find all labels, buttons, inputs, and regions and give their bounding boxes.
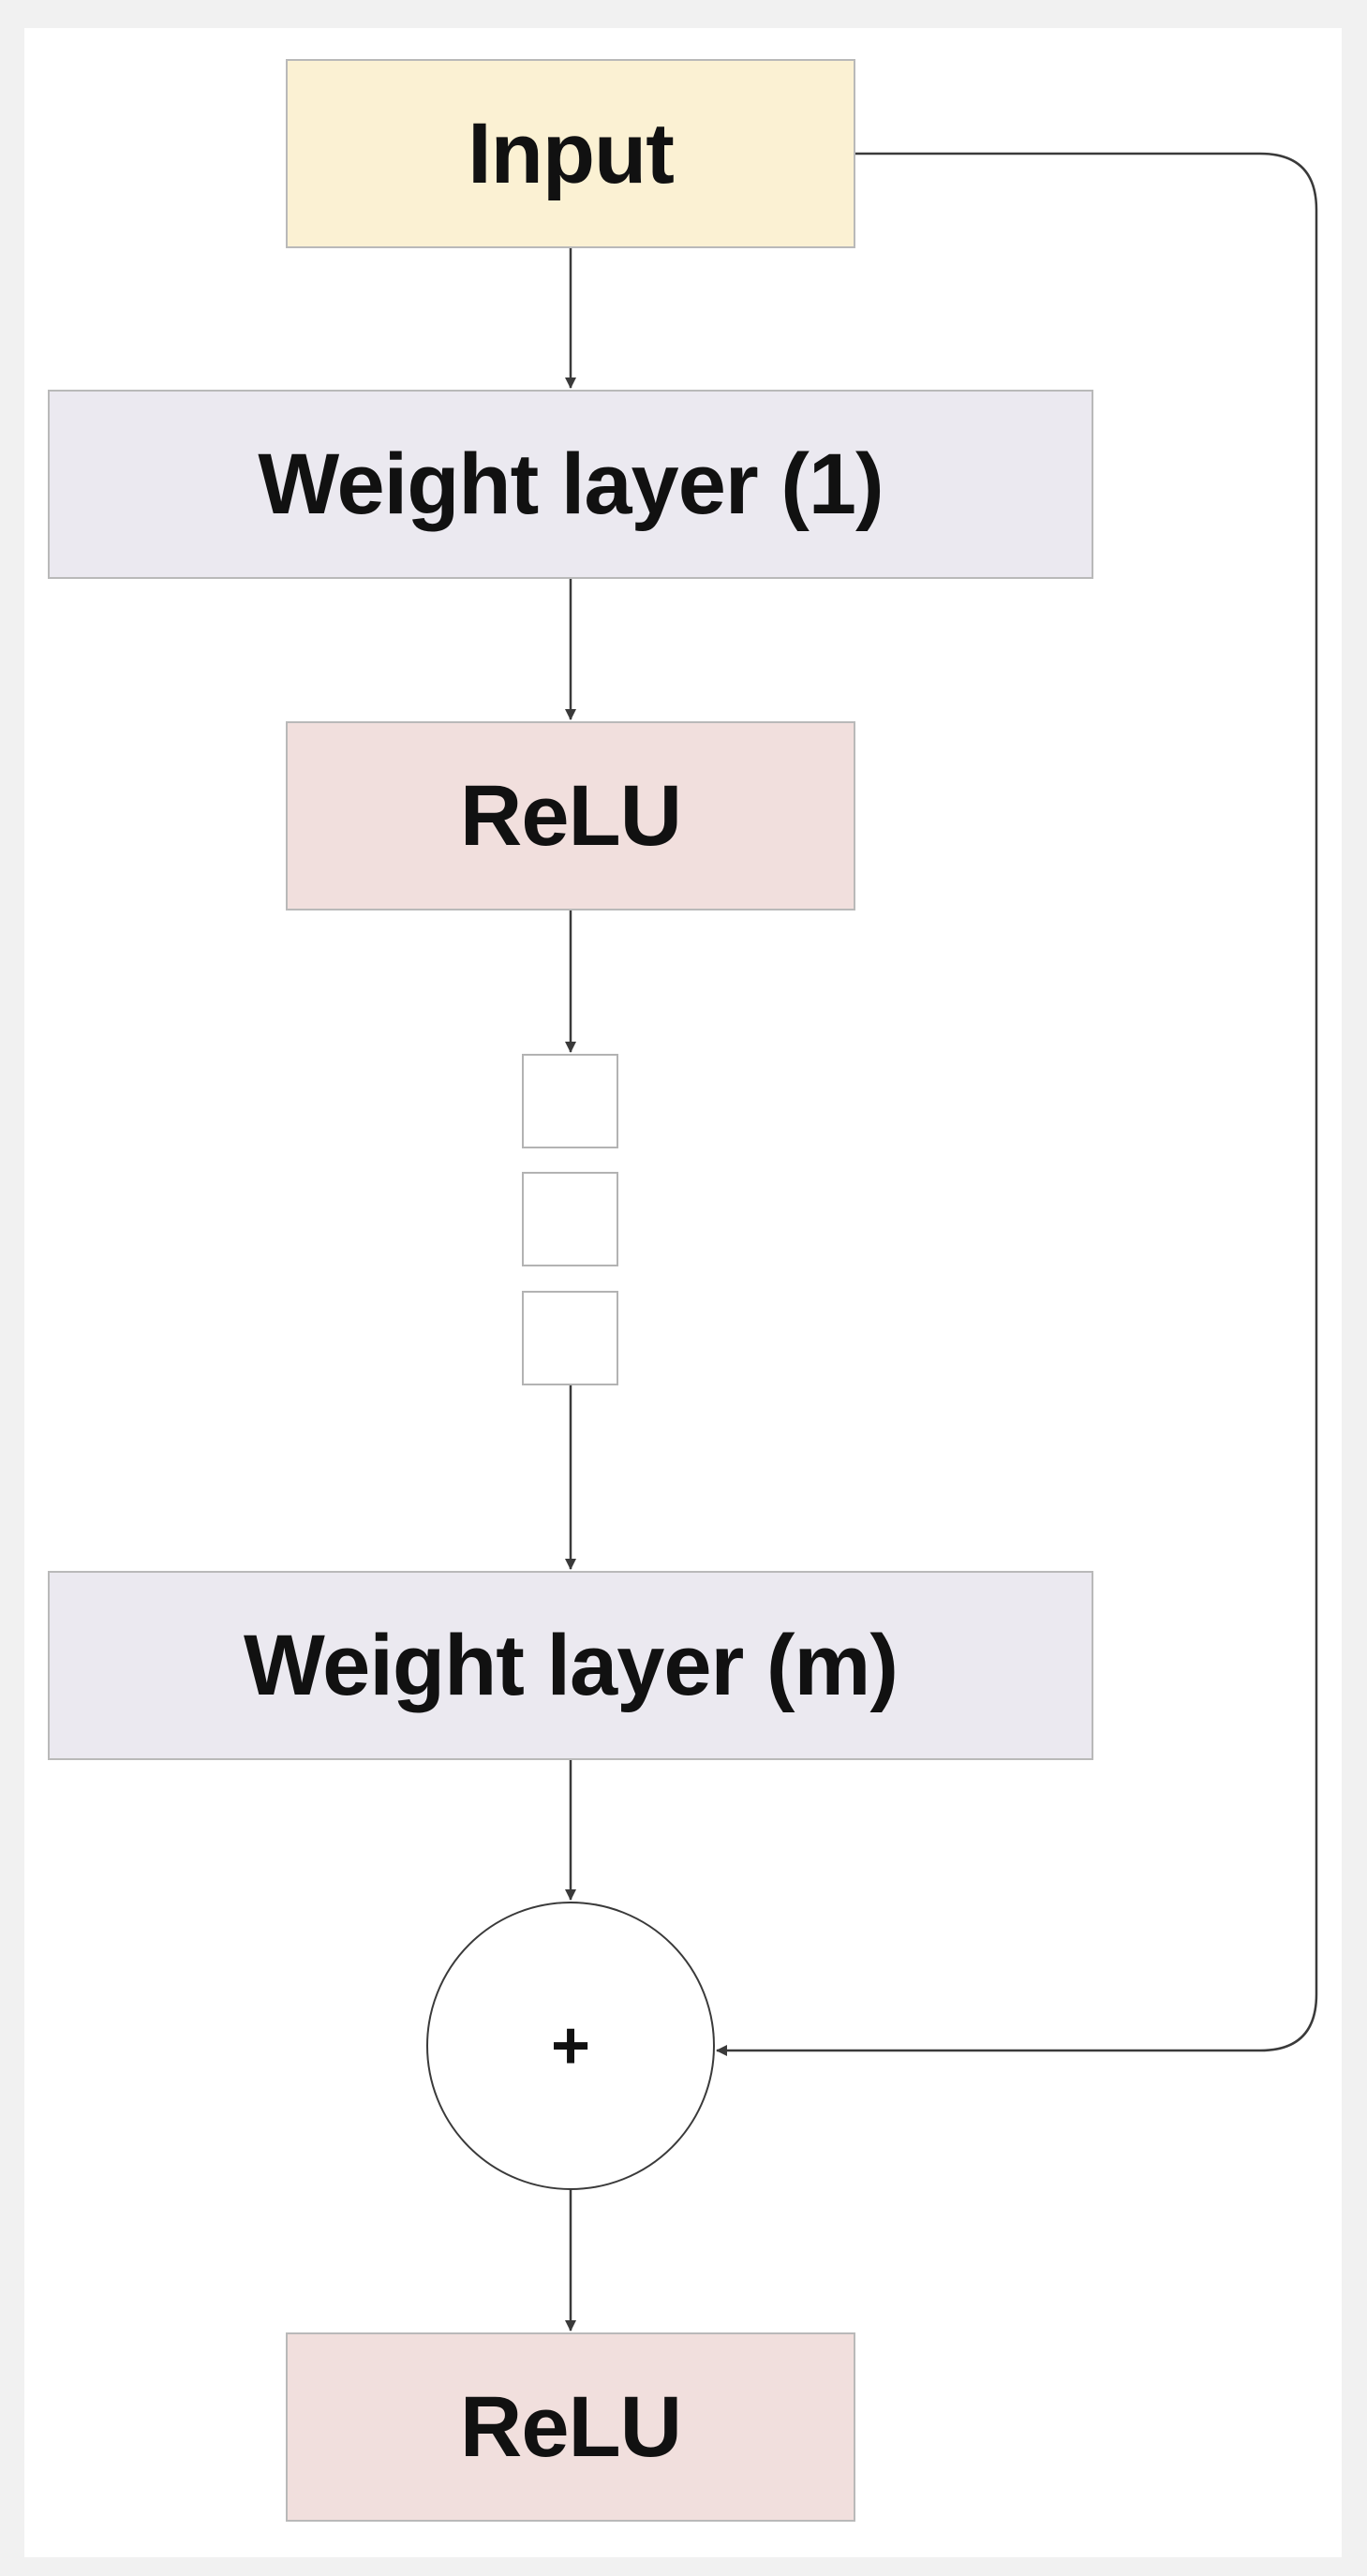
relu-2-label: ReLU (459, 2378, 682, 2475)
input-node-label: Input (468, 105, 675, 201)
plus-icon: + (550, 2008, 591, 2083)
ellipsis-box-1 (522, 1054, 618, 1148)
input-node: Input (286, 59, 855, 248)
relu-node-1: ReLU (286, 721, 855, 910)
skip-connection-edge (716, 152, 1318, 2056)
relu-node-2: ReLU (286, 2332, 855, 2522)
weight-layer-m-node: Weight layer (m) (48, 1571, 1093, 1760)
relu-1-label: ReLU (459, 767, 682, 864)
ellipsis-box-2 (522, 1172, 618, 1266)
weight-layer-1-label: Weight layer (1) (258, 436, 884, 532)
weight-layer-1-node: Weight layer (1) (48, 390, 1093, 579)
sum-node: + (426, 1902, 715, 2190)
weight-layer-m-label: Weight layer (m) (244, 1617, 899, 1713)
ellipsis-box-3 (522, 1291, 618, 1385)
